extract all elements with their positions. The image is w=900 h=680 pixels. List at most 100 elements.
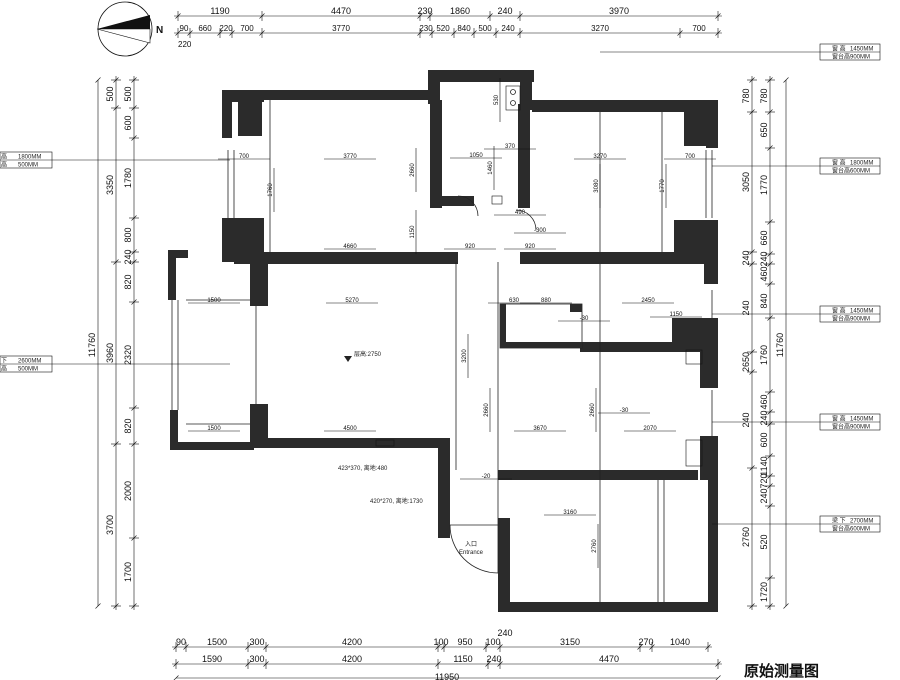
top-dim-label: 90: [180, 24, 189, 33]
right-total-dim: 11760: [775, 333, 785, 357]
window-note-value: 2700MM: [850, 519, 873, 525]
top-dim-label: 840: [457, 24, 471, 33]
window-note-label: 窗台高: [832, 423, 850, 431]
right-dim-label: 1720: [759, 582, 769, 602]
bottom-dim-label: 1040: [670, 637, 690, 647]
top-dim-label: 700: [240, 24, 254, 33]
top-dim-label: 230: [417, 6, 432, 16]
right-dimensions: 7806501770660240460840176046024060011407…: [741, 0, 789, 610]
room-dim-label: 5270: [345, 298, 359, 304]
top-dim-label: 1860: [450, 6, 470, 16]
left-dim-label: 2320: [123, 345, 133, 365]
room-dim-label: 880: [541, 298, 552, 304]
window-note-value: 1800MM: [850, 161, 873, 167]
room-dim-label: 630: [509, 298, 520, 304]
left-dim-label: 500: [105, 86, 115, 101]
bottom-dim-label: 300: [249, 637, 264, 647]
room-dim-label: 920: [525, 244, 536, 250]
ceiling-height-label: 层高:2750: [354, 350, 382, 358]
bottom-total-dim: 11950: [435, 672, 459, 680]
north-arrow-icon: N: [96, 1, 163, 57]
window-note-value: 1450MM: [850, 309, 873, 315]
left-dim-label: 800: [123, 227, 133, 242]
right-dim-label: 460: [759, 394, 769, 409]
right-dim-label: 1760: [759, 345, 769, 365]
room-dim-label: 3770: [343, 154, 357, 160]
pipe-note-2: 420*270, 离地:1730: [370, 497, 423, 505]
top-dim-label: 520: [436, 24, 450, 33]
top-dim-label: 700: [692, 24, 706, 33]
drawing-title: 原始测量图: [744, 662, 819, 680]
room-dim-label: 700: [685, 154, 696, 160]
top-dim-label: 3270: [591, 24, 609, 33]
bottom-dim-label: 90: [176, 637, 186, 647]
left-dim-label: 3960: [105, 343, 115, 363]
room-dim-label: 1760: [268, 183, 274, 197]
room-dim-label: 2660: [590, 403, 596, 417]
room-dim-label: -30: [620, 408, 629, 414]
room-dim-label: 2660: [410, 163, 416, 177]
room-dim-label: 1050: [469, 153, 483, 159]
right-dim-label: 780: [759, 88, 769, 103]
room-dim-label: 2660: [484, 403, 490, 417]
room-dim-label: 1150: [670, 312, 684, 318]
left-dim-label: 820: [123, 274, 133, 289]
top-dim-label: 3970: [609, 6, 629, 16]
bottom-dim-label: 240: [486, 654, 501, 664]
top-dim-label: 4470: [331, 6, 351, 16]
windows-and-guides: [171, 85, 713, 602]
room-dim-label: -30: [580, 316, 589, 322]
walls: [168, 70, 718, 612]
column: [684, 112, 706, 146]
right-dim-label: 2650: [741, 352, 751, 372]
bottom-dim-label: 300: [249, 654, 264, 664]
window-note-label: 梁 下: [832, 517, 846, 525]
room-dimensions: 3770266017604660115052704500150015003270…: [188, 78, 716, 568]
bottom-dim-label: 1590: [202, 654, 222, 664]
window-note-value: 900MM: [850, 55, 870, 61]
top-dim-label: 240: [497, 6, 512, 16]
room-dim-label: 1500: [207, 426, 221, 432]
left-note-value: 1800MM: [18, 155, 41, 161]
window-note-value: 600MM: [850, 527, 870, 533]
right-dim-label: 660: [759, 230, 769, 245]
right-dim-label: 520: [759, 0, 774, 2]
bottom-dim-label: 3150: [560, 637, 580, 647]
room-dim-label: 1150: [410, 225, 416, 239]
bottom-dim-label: 4470: [599, 654, 619, 664]
left-note-label: 高: [1, 161, 7, 169]
window-note-label: 窗台高: [832, 525, 850, 533]
window-note-label: 窗台高: [832, 53, 850, 61]
room-dim-label: -20: [482, 474, 491, 480]
top-dim-label: 220: [219, 24, 233, 33]
left-note-value: 500MM: [18, 163, 38, 169]
right-dim-label: 600: [759, 432, 769, 447]
room-dim-label: 1460: [488, 161, 494, 175]
room-dim-label: 1770: [660, 179, 666, 193]
room-dim-label: 2450: [641, 298, 655, 304]
top-dim-label: 500: [478, 24, 492, 33]
right-dim-label: 520: [759, 534, 769, 549]
right-dim-label: 240: [759, 410, 769, 425]
room-dim-label: -300: [534, 228, 547, 234]
right-dim-label: 720: [759, 473, 769, 488]
pipe-note: 423*370, 离地:480: [338, 464, 388, 472]
top-dim-label: 230: [419, 24, 433, 33]
bottom-dim-label: 100: [433, 637, 448, 647]
room-dim-label: 3270: [593, 154, 607, 160]
room-dim-label: 3080: [594, 179, 600, 193]
room-dim-label: 4500: [343, 426, 357, 432]
window-note-value: 1450MM: [850, 417, 873, 423]
north-label: N: [156, 25, 163, 36]
window-note-value: 900MM: [850, 425, 870, 431]
bottom-dim-label: 4200: [342, 654, 362, 664]
top-extra-dim: 220: [178, 40, 192, 49]
right-dim-label: 240: [741, 300, 751, 315]
bottom-dim-label: 1500: [207, 637, 227, 647]
right-dim-label: 240: [741, 412, 751, 427]
window-note-label: 窗 高: [832, 307, 846, 315]
bottom-dim-label: 240: [497, 628, 512, 638]
bottom-dim-label: 100: [485, 637, 500, 647]
